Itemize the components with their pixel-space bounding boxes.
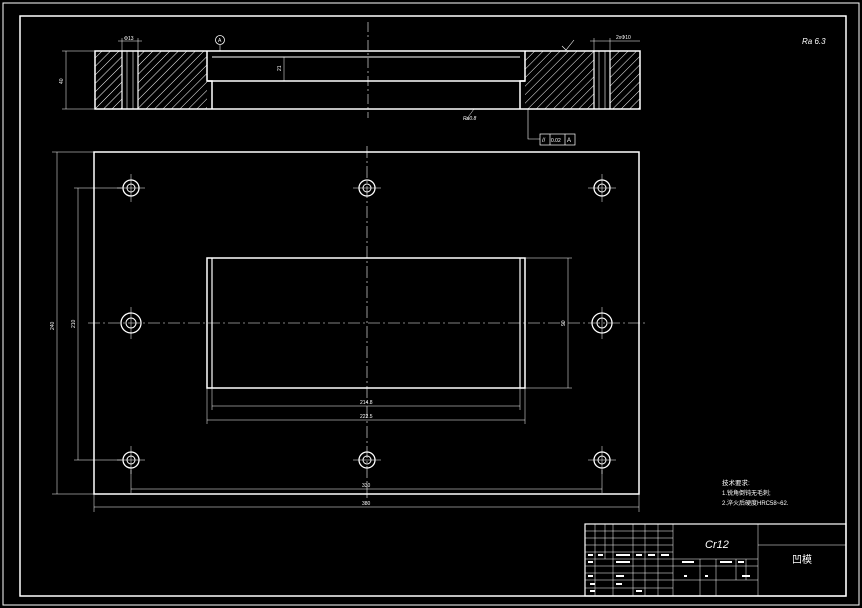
- hole-centermarks: [117, 174, 616, 474]
- bore-right: [594, 51, 610, 109]
- inner-border: [19, 15, 847, 597]
- title-grid: [585, 524, 846, 596]
- roughness-note: Ra 6.3: [802, 37, 826, 46]
- dim-hole-right: 2xΦ10: [616, 35, 631, 41]
- dim-cavity-width-2: 222.5: [360, 414, 373, 420]
- tech-item-2: 2.淬火后硬度HRC58~62.: [722, 499, 789, 507]
- hatch-right: [522, 51, 640, 109]
- gdt-leader: [527, 109, 540, 140]
- tech-heading: 技术要求:: [722, 478, 750, 487]
- hatch-left: [95, 51, 210, 109]
- mounting-holes: [120, 179, 613, 469]
- datum-label: A: [218, 38, 222, 44]
- gdt-datum: A: [567, 138, 571, 144]
- material-label: Cr12: [705, 539, 729, 551]
- tech-requirements: 技术要求: 1.锐角倒钝无毛刺; 2.淬火后硬度HRC58~62.: [722, 478, 789, 507]
- dim-thickness: 40: [59, 78, 65, 84]
- dim-hole-left: Φ13: [124, 36, 134, 42]
- tech-item-1: 1.锐角倒钝无毛刺;: [722, 489, 771, 497]
- cavity-outline: [206, 257, 526, 389]
- bore-left: [122, 51, 138, 109]
- gdt-tolerance: 0.02: [551, 138, 561, 144]
- finish-leader: [465, 108, 475, 121]
- dim-cavity-height: 90: [561, 320, 567, 326]
- section-outline: [94, 50, 641, 110]
- dim-height: 240: [50, 321, 56, 330]
- dim-hole-spacing-y: 210: [71, 319, 77, 328]
- title-cell-marks: [588, 554, 750, 592]
- section-view: Φ13 2xΦ10 A 40 21 Ra0.8 // 0.02 A: [59, 22, 641, 146]
- title-block-frame: [584, 523, 847, 597]
- cavity-region: [207, 51, 525, 109]
- part-name: 凹模: [792, 554, 812, 566]
- dim-cavity-width: 214.8: [360, 400, 373, 406]
- dim-hole-spacing-x: 330: [362, 483, 371, 489]
- dim-width: 380: [362, 501, 371, 507]
- title-block: Cr12 凹模: [584, 523, 847, 597]
- finish-note: Ra0.8: [463, 116, 477, 122]
- dim-recess: 21: [277, 65, 283, 71]
- plan-view: 240 210 90 214.8 222.5 330 380: [50, 146, 645, 512]
- gdt-symbol: //: [542, 138, 546, 144]
- gdt-frame: [539, 133, 576, 146]
- datum-marker: [215, 35, 225, 45]
- roughness-symbol: [561, 39, 575, 51]
